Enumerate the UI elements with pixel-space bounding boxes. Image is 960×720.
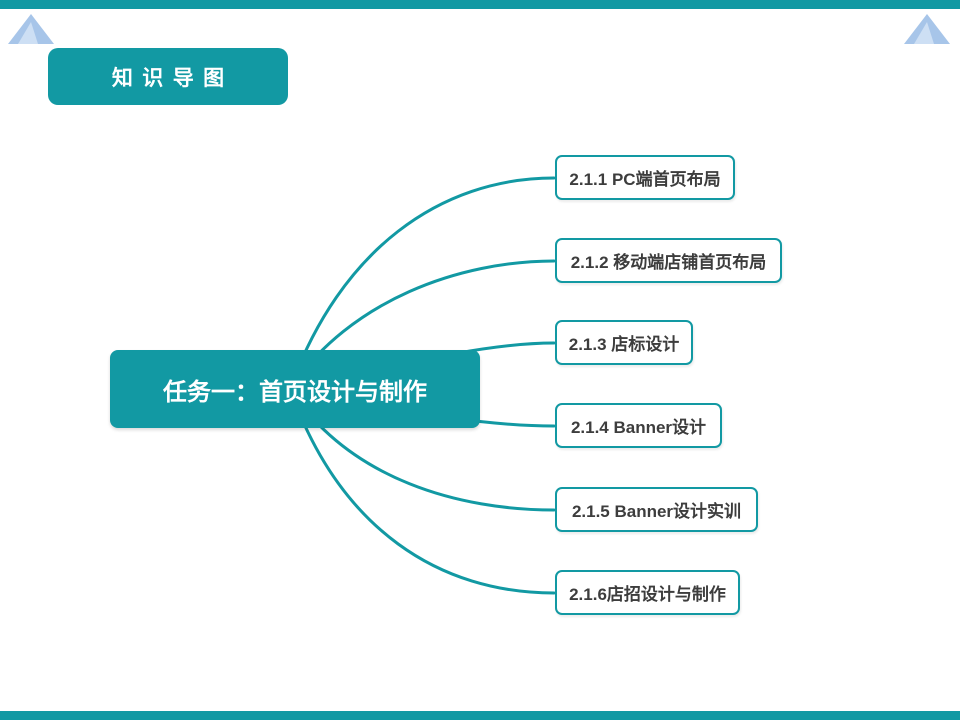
bottom-accent-bar — [0, 711, 960, 720]
mountain-triangle-icon — [904, 14, 950, 44]
mindmap-node-label: 2.1.3 店标设计 — [568, 335, 680, 354]
top-accent-bar — [0, 0, 960, 9]
mindmap-node: 2.1.4 Banner设计 — [555, 403, 722, 448]
mindmap-node: 2.1.6店招设计与制作 — [555, 570, 740, 615]
mindmap-node: 2.1.2 移动端店铺首页布局 — [555, 238, 782, 283]
mindmap-node-label: 2.1.2 移动端店铺首页布局 — [570, 253, 767, 272]
mindmap-root-label: 任务一：首页设计与制作 — [163, 378, 427, 406]
mindmap-root-node: 任务一：首页设计与制作 — [110, 350, 480, 428]
mindmap-node-label: 2.1.4 Banner设计 — [570, 418, 707, 437]
mindmap-node: 2.1.3 店标设计 — [555, 320, 693, 365]
mindmap-node-label: 2.1.1 PC端首页布局 — [569, 170, 721, 189]
mindmap-node-label: 2.1.6店招设计与制作 — [569, 585, 726, 604]
mountain-triangle-icon — [8, 14, 54, 44]
mindmap-node: 2.1.5 Banner设计实训 — [555, 487, 758, 532]
page-title-badge: 知识导图 — [48, 48, 288, 105]
mindmap-node: 2.1.1 PC端首页布局 — [555, 155, 735, 200]
mindmap-node-label: 2.1.5 Banner设计实训 — [571, 502, 742, 521]
page-title: 知识导图 — [111, 66, 234, 90]
